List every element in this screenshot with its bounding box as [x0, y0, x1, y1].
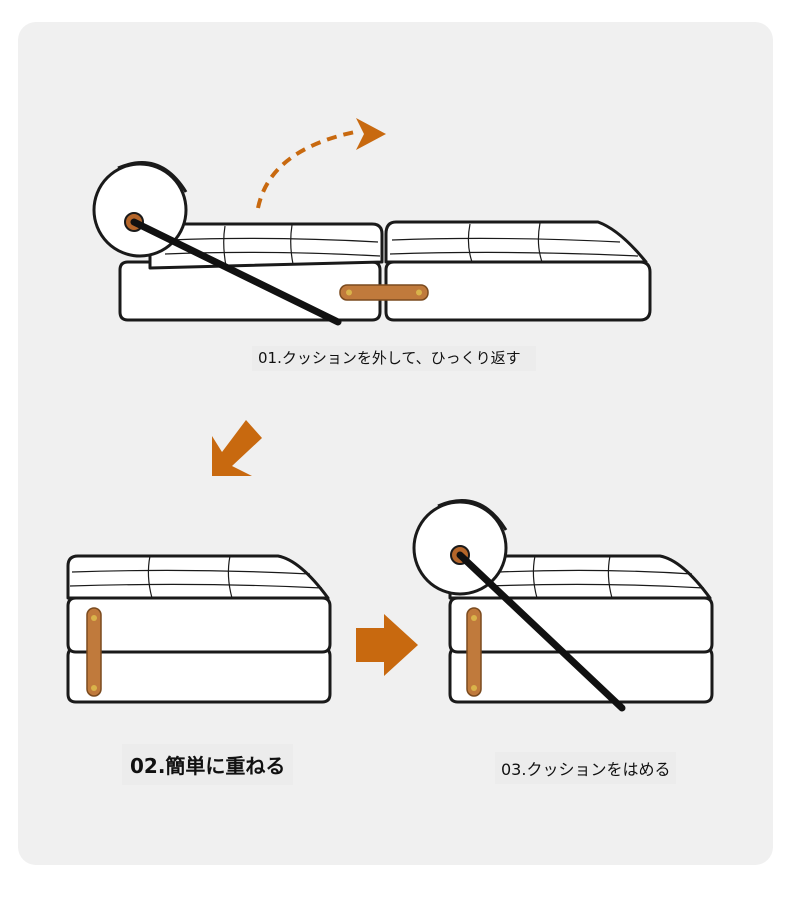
dashed-arrow [256, 130, 356, 209]
side-strap [86, 607, 102, 697]
left-base-cushion [118, 260, 382, 322]
connector-strap [339, 284, 429, 301]
stack-top [66, 554, 330, 600]
step3-illustration [412, 499, 714, 712]
side-strap-3 [466, 607, 482, 697]
step1-caption: 01.クッションを外して、ひっくり返す [252, 346, 536, 371]
stack3-bottom [448, 646, 714, 704]
step2-illustration [66, 554, 332, 704]
step1-illustration [92, 118, 652, 326]
stick-3 [456, 551, 626, 712]
right-top-cushion [384, 220, 648, 264]
stack-middle [66, 596, 332, 654]
stack-bottom [66, 646, 332, 704]
right-base-cushion [384, 260, 652, 322]
tuft-lines-step1 [164, 222, 639, 267]
stick [130, 218, 342, 326]
stack3-middle [448, 596, 714, 654]
step3-caption: 03.クッションをはめる [495, 752, 677, 784]
arrow-down-left-icon [212, 420, 262, 476]
arrow-right-icon [356, 614, 418, 676]
step2-caption: 02.簡単に重ねる [122, 744, 294, 785]
